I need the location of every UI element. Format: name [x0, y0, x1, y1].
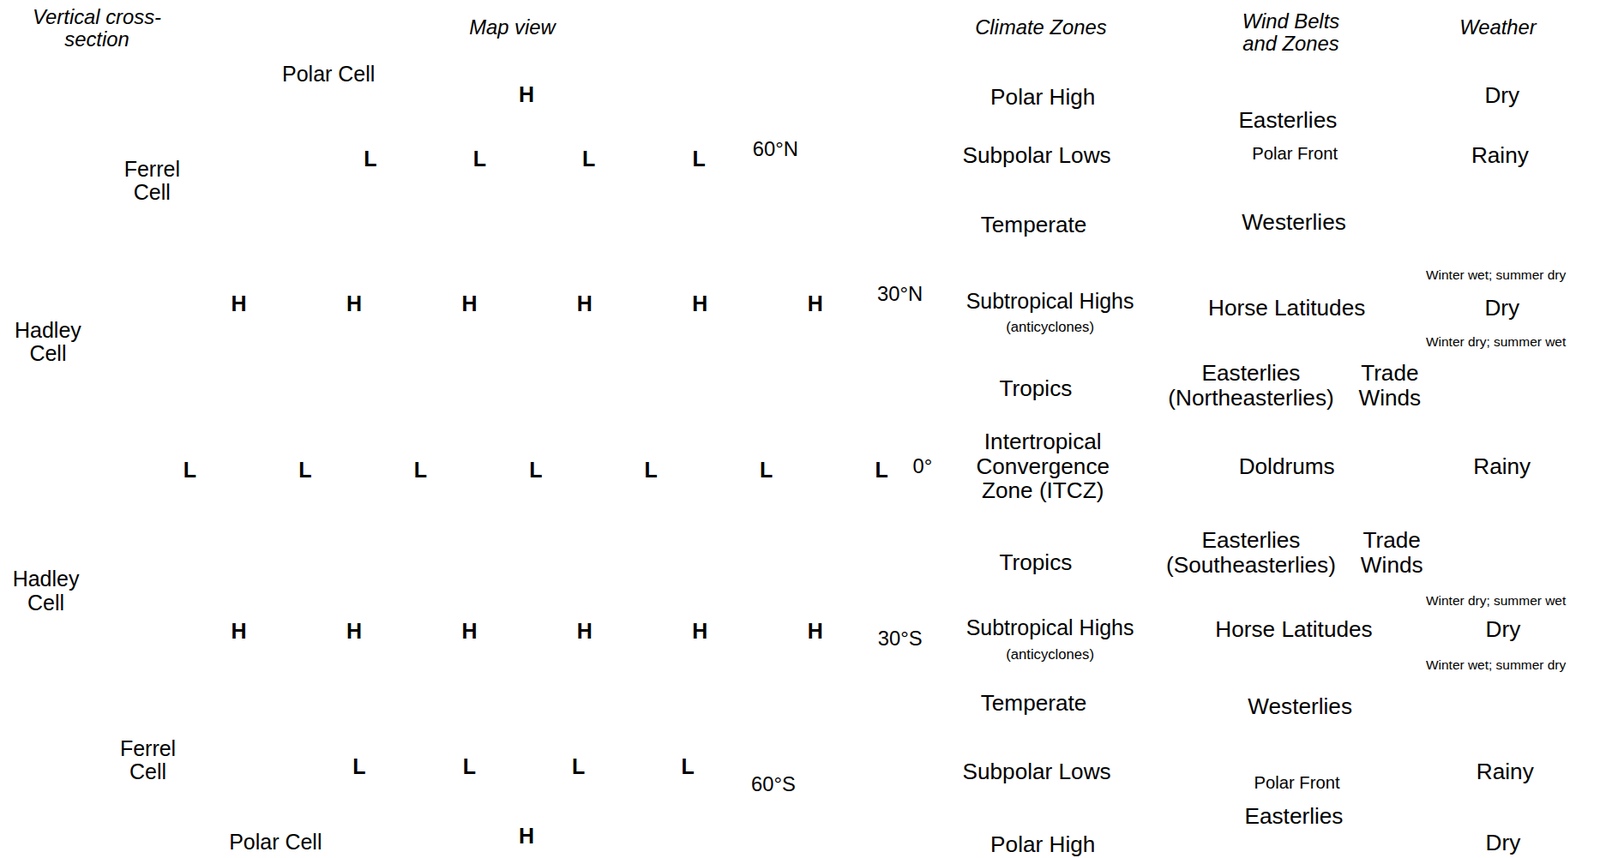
zone-label: Winter dry; summer wet — [1425, 593, 1566, 608]
zone-label: Subtropical Highs — [966, 290, 1135, 314]
pressure-label: H — [807, 619, 824, 644]
zone-label: Rainy — [1473, 453, 1531, 479]
zone-label: 60°N — [752, 138, 799, 161]
pressure-label: L — [644, 458, 658, 482]
zone-label: (anticyclones) — [1005, 647, 1095, 663]
zone-label: Polar Cell — [282, 62, 375, 86]
column-heading: Map view — [469, 16, 556, 39]
pressure-label: H — [518, 83, 535, 107]
zone-label: Westerlies — [1247, 693, 1353, 719]
pressure-label: L — [463, 755, 476, 779]
pressure-label: L — [414, 458, 428, 482]
pressure-label: L — [473, 147, 487, 171]
zone-label: Intertropical Convergence Zone (ITCZ) — [961, 429, 1125, 504]
pressure-label: H — [577, 292, 593, 316]
pressure-label: H — [577, 619, 593, 644]
zone-label: Polar Front — [1251, 143, 1338, 163]
zone-label: Subpolar Lows — [962, 758, 1112, 784]
zone-label: Dry — [1485, 617, 1522, 643]
zone-label: 0° — [912, 455, 933, 478]
zone-label: Polar High — [990, 84, 1095, 110]
pressure-label: H — [346, 619, 362, 644]
zone-label: Winter wet; summer dry — [1425, 657, 1566, 673]
pressure-label: H — [461, 292, 477, 316]
zone-label: 30°S — [878, 627, 923, 650]
pressure-label: L — [582, 147, 596, 171]
pressure-label: H — [230, 292, 247, 316]
pressure-label: H — [518, 824, 535, 849]
zone-label: Easterlies — [1238, 108, 1337, 133]
zone-label: Trade Winds — [1351, 360, 1428, 411]
pressure-label: L — [875, 458, 889, 482]
pressure-label: H — [346, 292, 362, 316]
zone-label: Tropics — [998, 549, 1072, 575]
zone-label: Westerlies — [1241, 210, 1347, 235]
pressure-label: H — [461, 619, 477, 644]
pressure-label: L — [692, 147, 706, 171]
zone-label: Polar High — [990, 832, 1095, 858]
zone-label: Rainy — [1476, 758, 1534, 784]
column-heading: Weather — [1459, 16, 1537, 39]
zone-label: Dry — [1485, 830, 1522, 856]
pressure-label: L — [298, 458, 312, 482]
pressure-label: L — [363, 147, 377, 171]
zone-label: Easterlies (Northeasterlies) — [1154, 360, 1348, 411]
zone-label: Subpolar Lows — [962, 142, 1112, 168]
pressure-label: L — [680, 755, 694, 779]
zone-label: Rainy — [1471, 142, 1529, 168]
zone-label: Easterlies — [1245, 804, 1344, 830]
pressure-label: H — [230, 619, 247, 644]
zone-label: Dry — [1484, 82, 1520, 108]
zone-label: Winter wet; summer dry — [1425, 268, 1566, 283]
zone-label: Easterlies (Southeasterlies) — [1154, 528, 1348, 578]
zone-label: Winter dry; summer wet — [1425, 334, 1566, 349]
zone-label: Ferrel Cell — [114, 156, 191, 205]
pressure-label: L — [759, 458, 773, 482]
zone-label: Subtropical Highs — [966, 616, 1135, 640]
zone-label: Dry — [1484, 295, 1520, 321]
zone-label: Tropics — [998, 376, 1072, 402]
zone-label: Polar Cell — [228, 830, 322, 855]
pressure-label: L — [352, 755, 366, 779]
zone-label: Temperate — [980, 211, 1088, 237]
zone-label: 60°S — [751, 773, 796, 796]
zone-label: Horse Latitudes — [1215, 617, 1372, 643]
column-heading: Vertical cross-section — [30, 6, 164, 51]
zone-label: Doldrums — [1239, 453, 1336, 479]
zone-label: Temperate — [980, 691, 1088, 716]
column-heading: Wind Belts and Zones — [1232, 10, 1350, 55]
pressure-label: L — [571, 755, 585, 779]
pressure-label: H — [807, 292, 824, 316]
pressure-label: L — [529, 458, 542, 482]
pressure-label: L — [183, 458, 197, 482]
pressure-label: H — [691, 292, 708, 316]
column-heading: Climate Zones — [974, 16, 1107, 39]
zone-label: Hadley Cell — [7, 567, 85, 615]
zone-label: Ferrel Cell — [109, 736, 187, 784]
zone-label: 30°N — [877, 282, 923, 306]
pressure-label: H — [691, 619, 708, 644]
zone-label: Trade Winds — [1353, 528, 1431, 578]
zone-label: Polar Front — [1254, 773, 1341, 793]
zone-label: (anticyclones) — [1005, 319, 1095, 336]
zone-label: Horse Latitudes — [1208, 295, 1366, 321]
zone-label: Hadley Cell — [9, 318, 86, 366]
